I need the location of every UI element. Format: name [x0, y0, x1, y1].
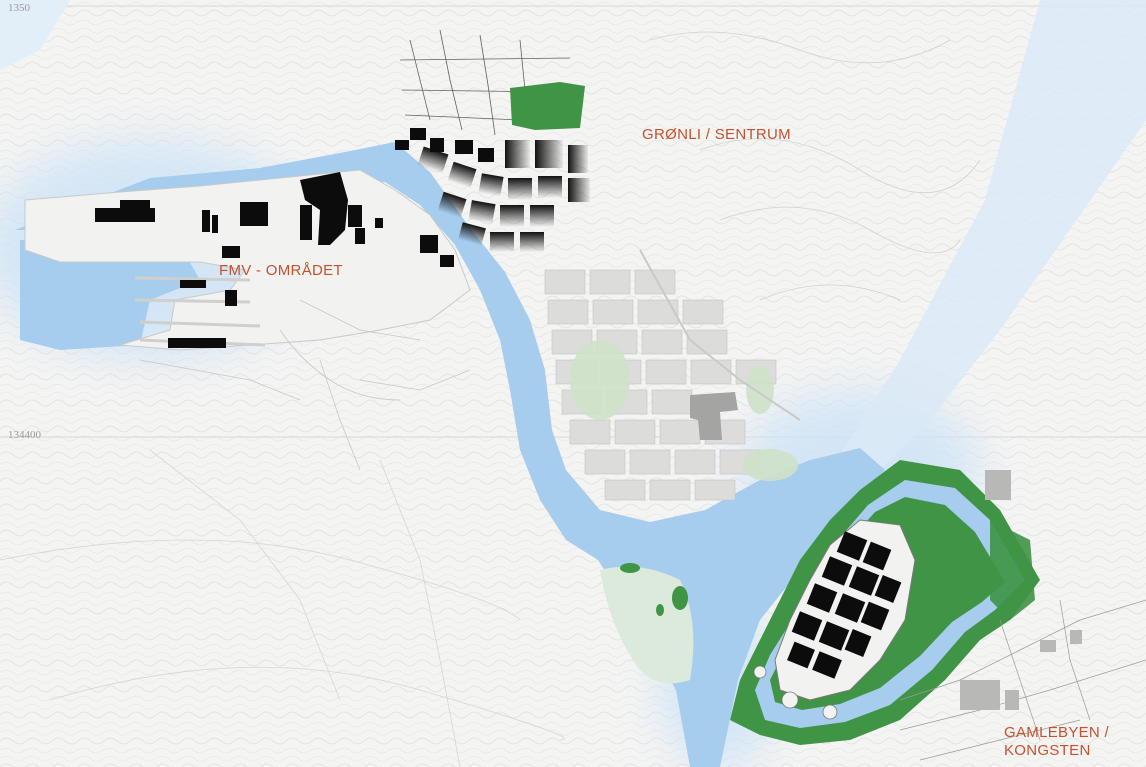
island-green-patches	[620, 563, 688, 616]
centre-blocks-light	[544, 269, 777, 501]
centre-green-areas	[570, 340, 798, 481]
island-south	[600, 566, 694, 684]
label-fmv-omradet: FMV - OMRÅDET	[219, 262, 343, 279]
label-gamlebyen-line1: GAMLEBYEN /	[1004, 724, 1109, 741]
coordinate-label-top: 1350	[8, 2, 30, 14]
label-gamlebyen-line2: KONGSTEN	[1004, 742, 1091, 759]
water-northwest	[0, 0, 70, 70]
label-gamlebyen: GAMLEBYEN / KONGSTEN	[1004, 724, 1109, 760]
railway-line	[639, 249, 801, 421]
green-strip-east	[990, 520, 1035, 620]
fmv-buildings	[95, 172, 454, 348]
gamlebyen-fortress	[730, 460, 1040, 745]
coordinate-label-left: 134400	[8, 429, 41, 441]
park-gronli	[510, 82, 585, 130]
gronli-dark-blocks	[395, 128, 590, 252]
central-building-cluster	[690, 392, 738, 440]
fjord-arm-northeast	[840, 0, 1146, 470]
southeast-buildings	[960, 470, 1082, 710]
harbour-basin	[20, 238, 200, 350]
west-lowland-streets	[0, 449, 565, 767]
label-gronli-sentrum: GRØNLI / SENTRUM	[642, 126, 791, 143]
southeast-street-fabric	[899, 599, 1146, 761]
northeast-contours	[649, 31, 981, 301]
street-fabric-west	[139, 299, 471, 471]
